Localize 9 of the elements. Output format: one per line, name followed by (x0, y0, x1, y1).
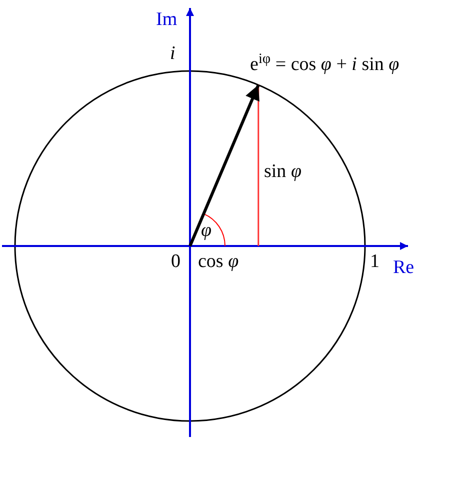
axis-label: Im (156, 10, 178, 29)
axis-value: 1 (370, 252, 380, 271)
cosine-label: cos φ (198, 252, 239, 271)
formula: e$^{iφ}$ = cos φ + i sin φ (250, 55, 400, 74)
angle-label: φ (201, 221, 212, 240)
axis-value: 0 (171, 252, 180, 271)
sine-label: sin φ (264, 162, 302, 181)
axis-label: Re (393, 258, 414, 277)
axis-value: i (170, 44, 176, 63)
